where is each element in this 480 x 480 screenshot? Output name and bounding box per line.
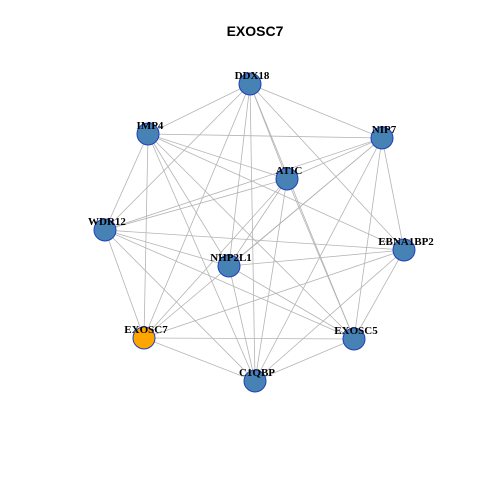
edge-nip7-c1qbp <box>254 137 383 382</box>
edge-nip7-atic <box>286 137 383 180</box>
edge-wdr12-nhp2l1 <box>104 229 230 267</box>
edge-nhp2l1-c1qbp <box>228 265 256 382</box>
edge-exosc7-c1qbp <box>143 337 256 382</box>
edge-imp4-nip7 <box>147 133 383 139</box>
edge-atic-exosc7 <box>143 178 288 339</box>
node-label-wdr12: WDR12 <box>88 216 126 228</box>
edge-imp4-wdr12 <box>104 133 149 231</box>
node-label-exosc7: EXOSC7 <box>124 324 168 336</box>
edge-imp4-atic <box>147 133 288 180</box>
node-imp4 <box>136 122 160 146</box>
node-nhp2l1 <box>217 254 241 278</box>
edge-ebna1bp2-c1qbp <box>254 249 405 382</box>
edge-ddx18-ebna1bp2 <box>249 83 405 251</box>
node-exosc5 <box>342 327 366 351</box>
edge-ddx18-exosc7 <box>143 83 251 339</box>
graph-title: EXOSC7 <box>227 23 284 39</box>
node-label-exosc5: EXOSC5 <box>334 325 378 337</box>
edge-ddx18-c1qbp <box>249 83 256 382</box>
edge-imp4-ebna1bp2 <box>147 133 405 251</box>
node-label-ebna1bp2: EBNA1BP2 <box>378 236 434 248</box>
edges-layer <box>104 83 405 382</box>
edge-atic-exosc5 <box>286 178 355 340</box>
edge-imp4-exosc5 <box>147 133 355 340</box>
node-label-imp4: IMP4 <box>137 120 164 132</box>
node-wdr12 <box>93 218 117 242</box>
edge-nip7-ebna1bp2 <box>381 137 405 251</box>
edge-wdr12-exosc7 <box>104 229 145 339</box>
edge-ddx18-nip7 <box>249 83 383 139</box>
edge-imp4-c1qbp <box>147 133 256 382</box>
edge-nip7-exosc7 <box>143 137 383 339</box>
node-label-ddx18: DDX18 <box>235 70 270 82</box>
edge-ddx18-wdr12 <box>104 83 251 231</box>
edge-ebna1bp2-exosc7 <box>143 249 405 339</box>
node-label-nip7: NIP7 <box>372 124 397 136</box>
edge-wdr12-exosc5 <box>104 229 355 340</box>
node-ebna1bp2 <box>392 238 416 262</box>
edge-nip7-exosc5 <box>353 137 383 340</box>
edge-ddx18-imp4 <box>147 83 251 135</box>
edge-imp4-exosc7 <box>143 133 149 339</box>
node-label-atic: ATIC <box>276 165 303 177</box>
edge-ddx18-exosc5 <box>249 83 355 340</box>
edge-exosc5-c1qbp <box>254 338 355 382</box>
edge-ebna1bp2-nhp2l1 <box>228 249 405 267</box>
edge-wdr12-ebna1bp2 <box>104 229 405 251</box>
edge-exosc7-exosc5 <box>143 337 355 340</box>
edge-wdr12-c1qbp <box>104 229 256 382</box>
edge-nip7-wdr12 <box>104 137 383 231</box>
node-exosc7 <box>132 326 156 350</box>
node-c1qbp <box>243 369 267 393</box>
node-ddx18 <box>238 72 262 96</box>
edge-imp4-nhp2l1 <box>147 133 230 267</box>
node-label-nhp2l1: NHP2L1 <box>210 252 252 264</box>
edge-ddx18-nhp2l1 <box>228 83 251 267</box>
node-label-c1qbp: C1QBP <box>239 367 275 379</box>
node-nip7 <box>370 126 394 150</box>
edge-atic-wdr12 <box>104 178 288 231</box>
edge-ebna1bp2-exosc5 <box>353 249 405 340</box>
edge-atic-c1qbp <box>254 178 288 382</box>
node-atic <box>275 167 299 191</box>
edge-atic-nhp2l1 <box>228 178 288 267</box>
nodes-layer <box>93 72 416 393</box>
edge-nhp2l1-exosc5 <box>228 265 355 340</box>
